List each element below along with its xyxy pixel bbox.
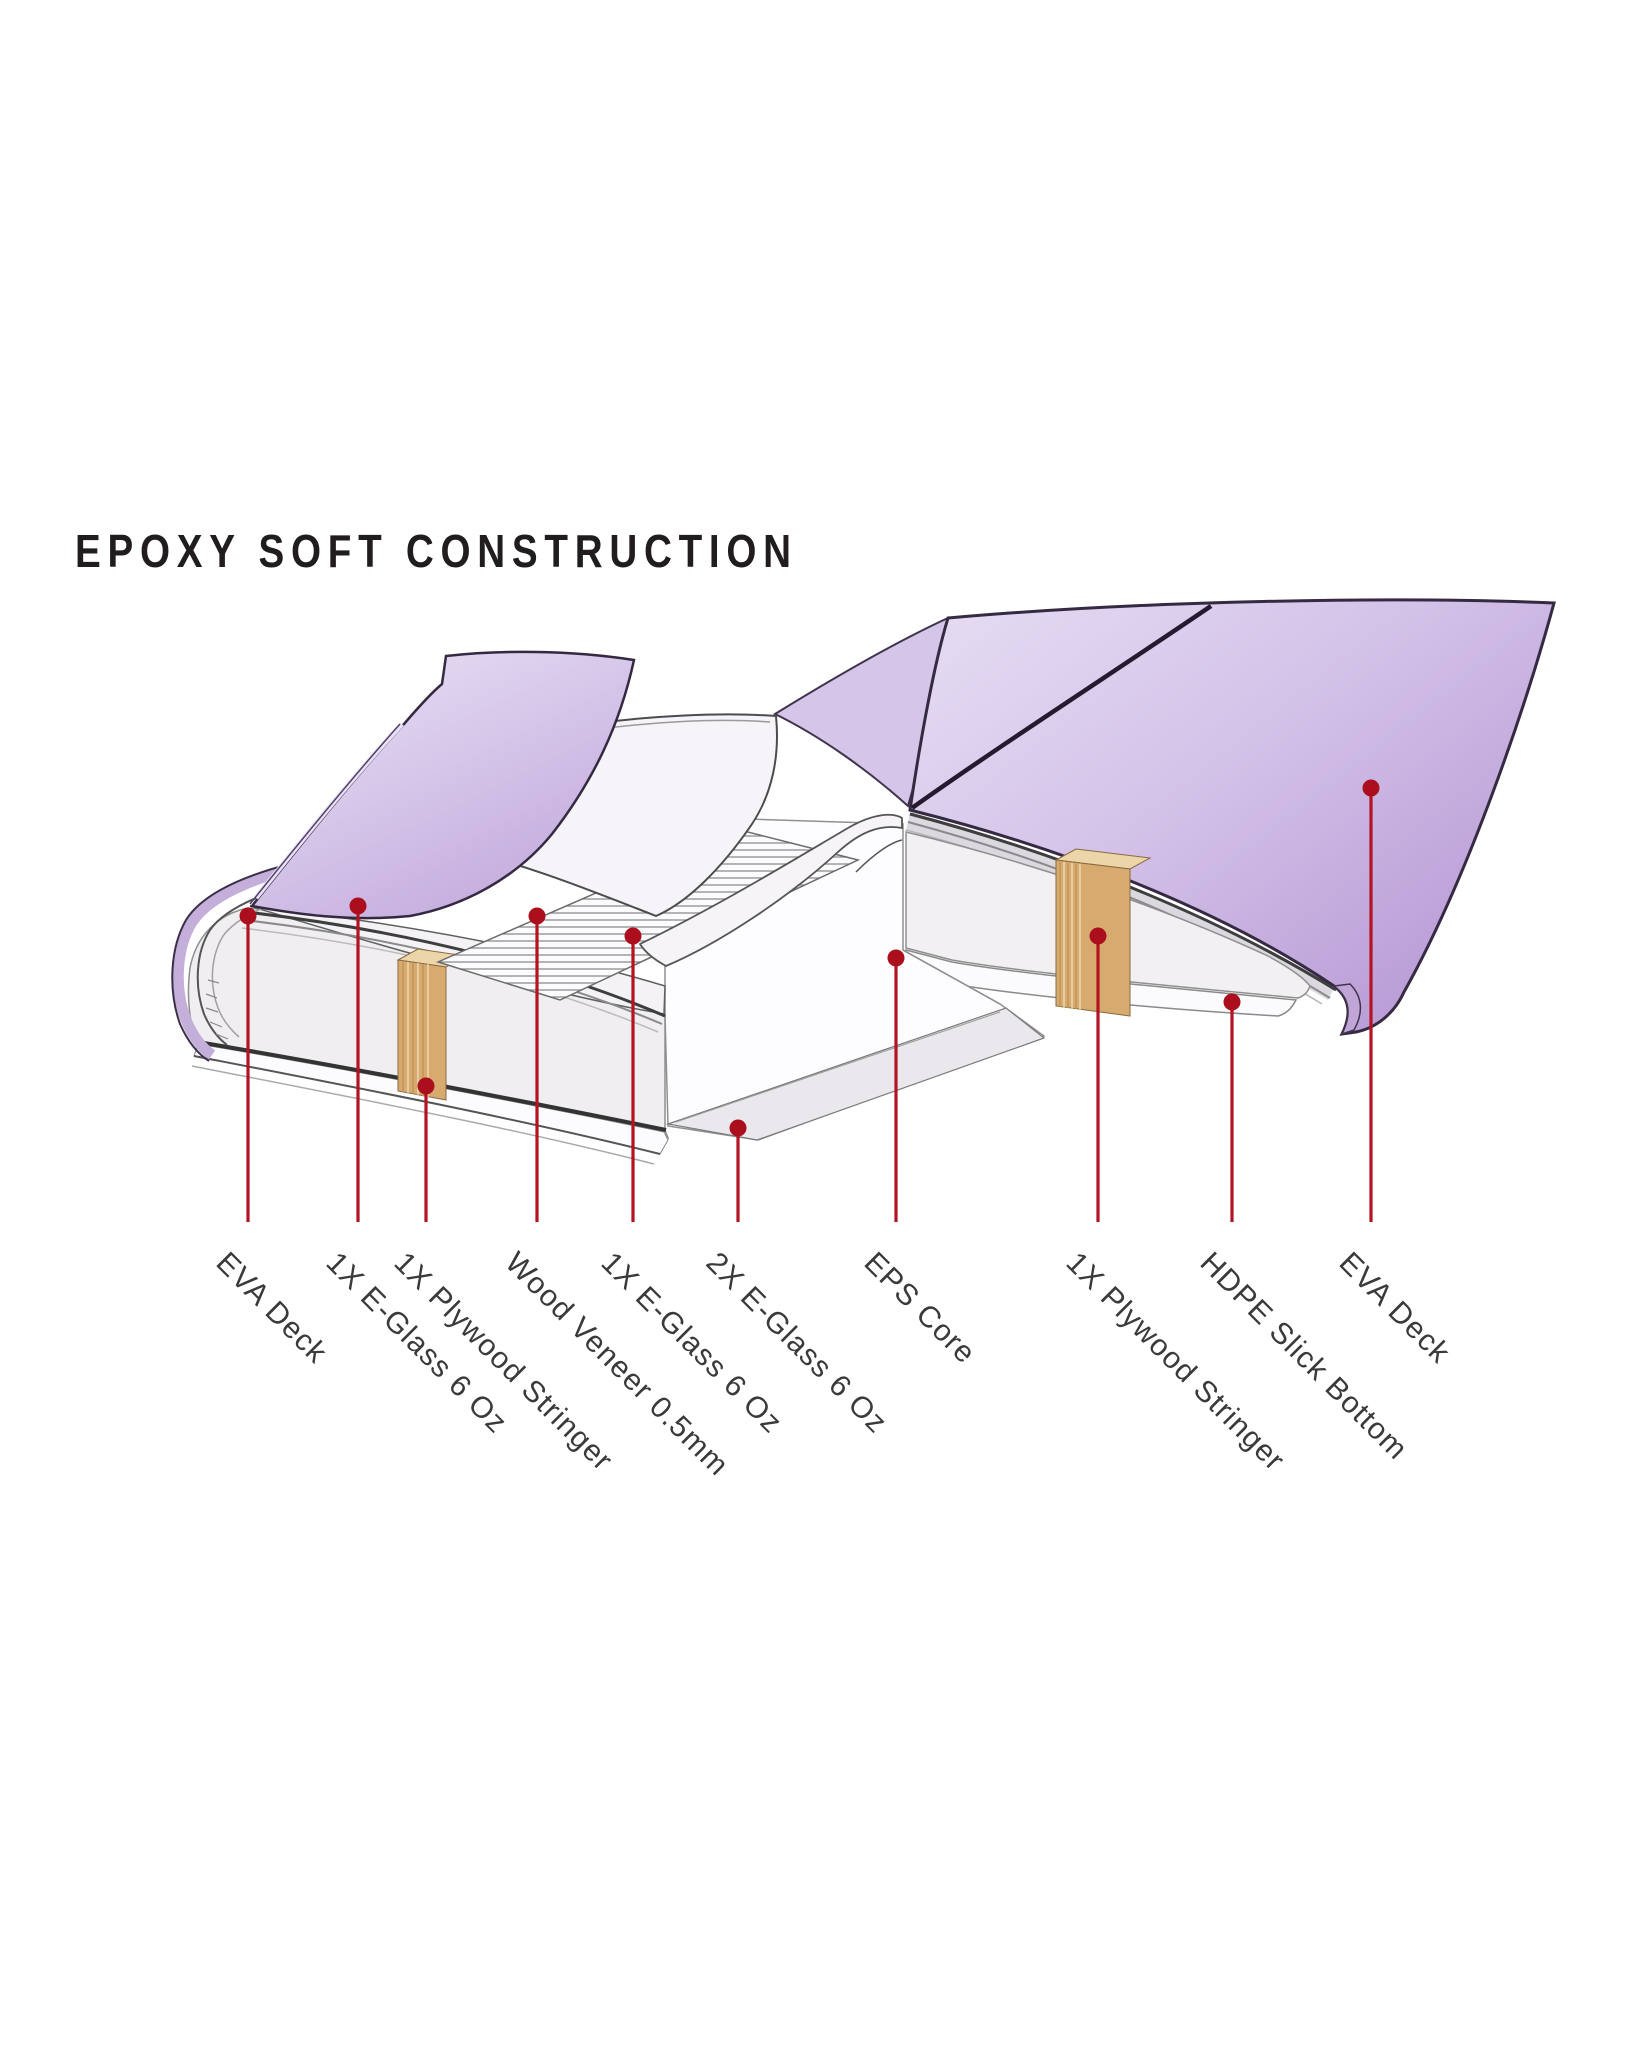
eva-peel-sheet bbox=[249, 650, 636, 920]
callout-line-eglass-bottom bbox=[729, 1119, 747, 1222]
page-title: EPOXY SOFT CONSTRUCTION bbox=[75, 525, 798, 577]
callout-line-eva-deck-left bbox=[239, 907, 257, 1222]
callout-line-wood-veneer bbox=[528, 907, 546, 1222]
callout-line-eglass-mid bbox=[624, 927, 642, 1222]
deck-stringer-seam bbox=[910, 604, 1213, 810]
callout-line-plywood-stringer-left bbox=[417, 1077, 435, 1222]
callout-lines bbox=[239, 779, 1380, 1222]
plywood-stringer-left-shape bbox=[396, 948, 468, 1101]
callout-line-eps-core bbox=[887, 949, 905, 1222]
callout-line-hdpe-slick-bottom bbox=[1223, 993, 1241, 1222]
callout-line-eva-deck-right bbox=[1362, 779, 1380, 1222]
deck-wrap-under-rail bbox=[1332, 983, 1362, 1036]
eva-deck-right-shape bbox=[908, 598, 1556, 1036]
eglass-mid-curl bbox=[638, 813, 903, 967]
callout-line-eglass-top bbox=[349, 897, 367, 1222]
eglass-bottom-flap bbox=[665, 1007, 1046, 1141]
callout-line-plywood-stringer-right bbox=[1089, 927, 1107, 1222]
